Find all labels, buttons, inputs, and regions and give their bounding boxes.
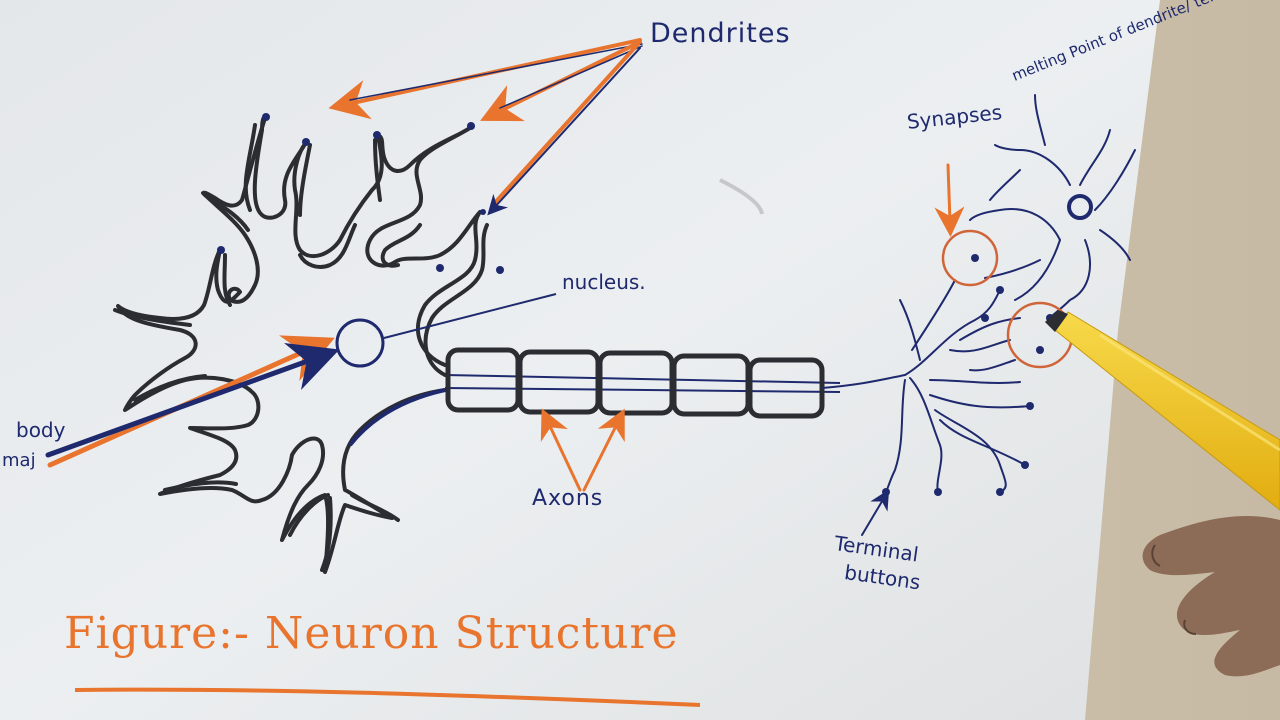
label-body-line2: maj	[2, 450, 36, 471]
label-body: body	[16, 418, 66, 442]
nucleus-pointer	[383, 293, 557, 339]
yellow-marker	[1045, 310, 1280, 511]
nucleus	[335, 318, 385, 368]
synapse-circle	[941, 229, 999, 287]
figure-caption: Figure:- Neuron Structure	[64, 608, 679, 659]
annotation-arrows	[45, 38, 965, 536]
axon-terminal	[821, 279, 1031, 493]
label-nucleus: nucleus.	[562, 270, 646, 294]
hand	[1142, 515, 1280, 677]
label-dendrites: Dendrites	[650, 18, 791, 49]
paper-sheet	[0, 0, 1160, 720]
axon	[444, 347, 841, 419]
receiving-neuron-nucleus	[1067, 194, 1093, 220]
caption-underline	[74, 687, 701, 707]
dendrite-knobs	[217, 113, 504, 274]
cell-body	[113, 115, 489, 574]
label-axons: Axons	[532, 486, 604, 511]
